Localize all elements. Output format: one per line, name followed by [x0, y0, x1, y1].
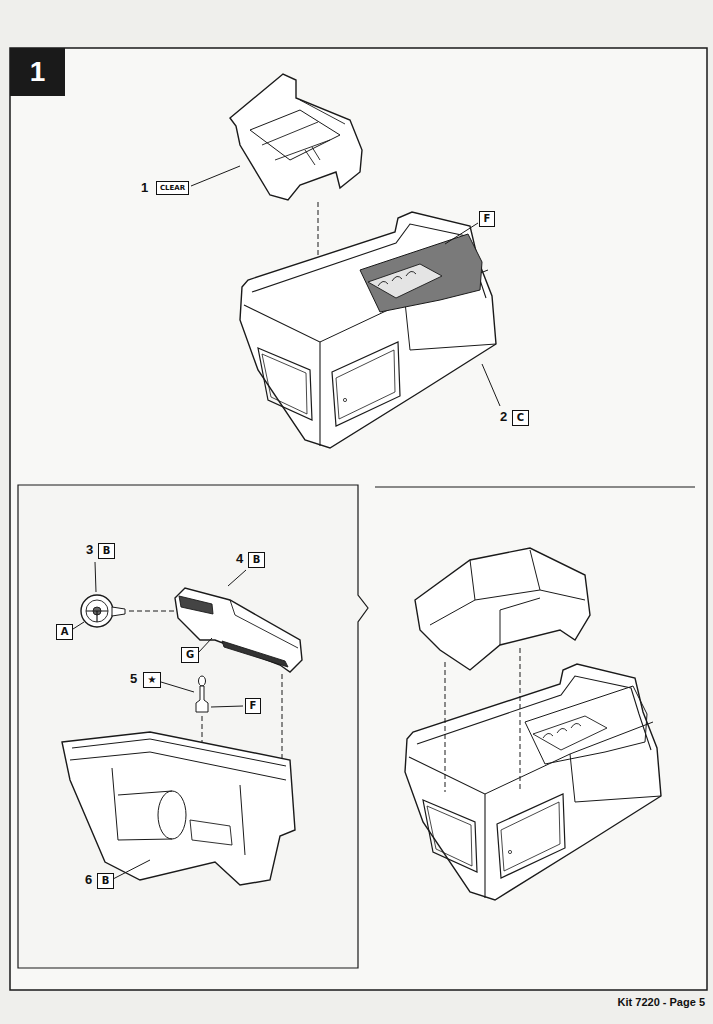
callout-number: 3: [86, 542, 93, 557]
part-tree-letter: B: [102, 875, 110, 886]
part-tree-letter: A: [61, 626, 69, 637]
part-tree-letter: B: [103, 545, 111, 556]
page-footer: Kit 7220 - Page 5: [618, 996, 705, 1008]
callout-number: 6: [85, 872, 92, 887]
part-tree-box: A: [56, 624, 73, 640]
part-tree-letter: B: [253, 554, 261, 565]
part-tree-letter: F: [484, 213, 491, 224]
part-tree-letter: F: [250, 700, 257, 711]
part-tree-box: C: [512, 410, 529, 426]
part-tree-box: F: [245, 698, 261, 714]
part-tree-letter: ★: [148, 674, 157, 685]
callout-number: 1: [141, 180, 148, 195]
step-number: 1: [30, 56, 46, 87]
part-tree-box: CLEAR: [156, 181, 189, 195]
part-tree-box: B: [97, 873, 114, 889]
part-tree-box: B: [98, 543, 115, 559]
callout-number: 2: [500, 409, 507, 424]
callout-number: 4: [236, 551, 243, 566]
part-tree-box: F: [479, 211, 495, 227]
step-badge: 1: [10, 48, 65, 96]
part-tree-box: B: [248, 552, 265, 568]
part-tree-box: G: [181, 647, 199, 663]
part-tree-letter: C: [517, 412, 524, 423]
callout-number: 5: [130, 671, 137, 686]
part-tree-letter: G: [186, 649, 194, 660]
part-tree-box: ★: [143, 672, 161, 688]
part-tree-letter: CLEAR: [160, 184, 185, 192]
